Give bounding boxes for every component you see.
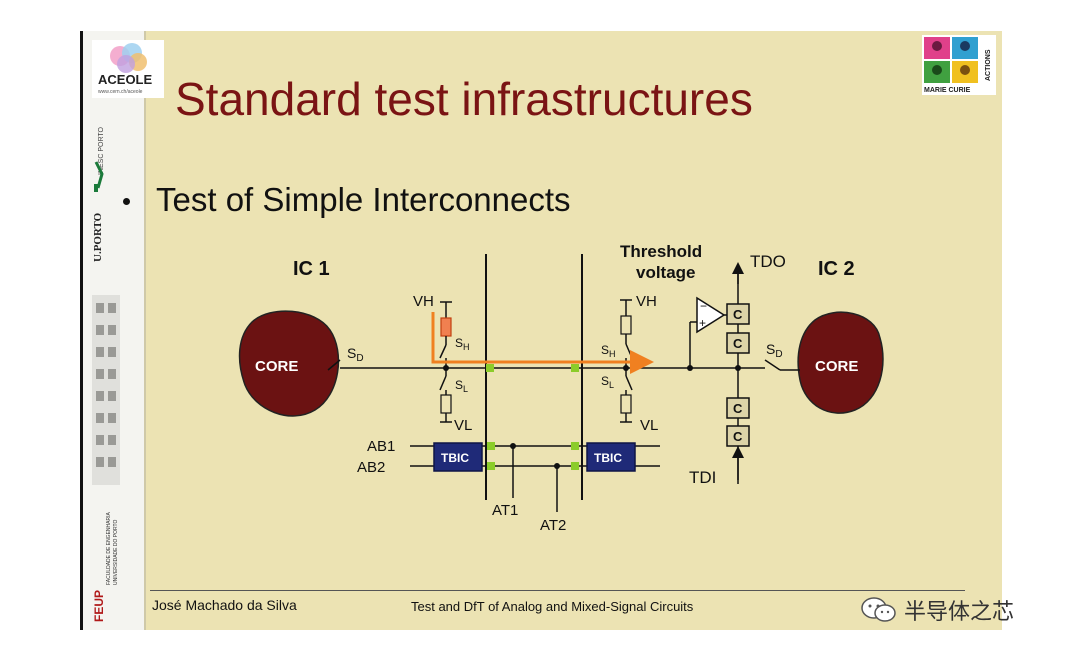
- pulldown-resistor-2: [620, 394, 632, 414]
- slide-title: Standard test infrastructures: [175, 73, 753, 125]
- voltage-label: voltage: [636, 263, 696, 282]
- at1-label: AT1: [492, 502, 518, 519]
- svg-text:C: C: [733, 336, 743, 351]
- at2-label: AT2: [540, 517, 566, 534]
- sh1-switch: [439, 344, 447, 359]
- sd2-label: SD: [766, 341, 783, 360]
- svg-text:MARIE CURIE: MARIE CURIE: [924, 87, 971, 94]
- switch-point: [571, 364, 579, 372]
- wechat-icon: [861, 597, 896, 622]
- svg-text:C: C: [733, 429, 743, 444]
- pullup-resistor-1: [440, 317, 452, 337]
- comparator: [696, 296, 726, 334]
- footer-course: Test and DfT of Analog and Mixed-Signal …: [411, 599, 694, 614]
- core2-blob: [797, 311, 884, 414]
- sl2-label: SL: [601, 374, 614, 390]
- marie-curie-logo: MARIE CURIE ACTIONS: [922, 35, 996, 95]
- pulldown-resistor-1: [440, 394, 452, 414]
- sd1-switch: [327, 359, 341, 371]
- building-image: [90, 295, 124, 485]
- vl2-label: VL: [640, 417, 658, 434]
- svg-text:ACEOLE: ACEOLE: [98, 72, 153, 87]
- tbic2-label: TBIC: [594, 451, 622, 465]
- boundary-cell: [726, 425, 750, 447]
- switch-point: [571, 442, 579, 450]
- sh2-switch: [625, 343, 633, 359]
- boundary-cell: [726, 332, 750, 354]
- sd2-switch: [764, 359, 781, 371]
- aceole-logo: ACEOLE www.cern.ch/aceole: [92, 40, 164, 98]
- sl1-switch: [439, 375, 447, 391]
- ic2-label: IC 2: [818, 258, 855, 280]
- sh1-label: SH: [455, 336, 470, 352]
- svg-text:C: C: [733, 401, 743, 416]
- footer-author: José Machado da Silva: [152, 597, 297, 613]
- bullet-icon: [123, 198, 130, 205]
- test-current-path: [431, 312, 654, 374]
- svg-text:C: C: [733, 307, 743, 322]
- threshold-label: Threshold: [620, 242, 702, 261]
- boundary-cell: [726, 303, 750, 325]
- tbic1-label: TBIC: [441, 451, 469, 465]
- svg-text:+: +: [699, 316, 706, 330]
- tdo-label: TDO: [750, 252, 786, 271]
- ab1-label: AB1: [367, 438, 395, 455]
- pullup-resistor-2: [620, 315, 632, 335]
- footer-divider: [150, 590, 965, 591]
- sd1-label: SD: [347, 345, 364, 364]
- sl1-label: SL: [455, 378, 468, 394]
- boundary-cell: [726, 397, 750, 419]
- inesc-mark-icon: [92, 158, 112, 194]
- ab2-label: AB2: [357, 459, 385, 476]
- svg-text:−: −: [700, 299, 707, 313]
- core1-blob: [238, 310, 340, 417]
- vh2-label: VH: [636, 293, 657, 310]
- switch-point: [487, 462, 495, 470]
- slide-subtitle: Test of Simple Interconnects: [156, 181, 571, 218]
- tbic-1: [433, 442, 483, 472]
- vl1-label: VL: [454, 417, 472, 434]
- tbic-2: [586, 442, 636, 472]
- switch-point: [486, 364, 494, 372]
- watermark: 半导体之芯: [860, 594, 1014, 626]
- svg-text:www.cern.ch/aceole: www.cern.ch/aceole: [98, 89, 143, 95]
- svg-text:ACTIONS: ACTIONS: [985, 49, 992, 81]
- core2-label: CORE: [815, 358, 858, 375]
- core1-label: CORE: [255, 358, 298, 375]
- vh1-label: VH: [413, 293, 434, 310]
- sh2-label: SH: [601, 343, 616, 359]
- sl2-switch: [625, 375, 633, 391]
- switch-point: [487, 442, 495, 450]
- switch-point: [571, 462, 579, 470]
- ic1-label: IC 1: [293, 258, 330, 280]
- tdi-label: TDI: [689, 468, 716, 487]
- watermark-text: 半导体之芯: [904, 599, 1015, 624]
